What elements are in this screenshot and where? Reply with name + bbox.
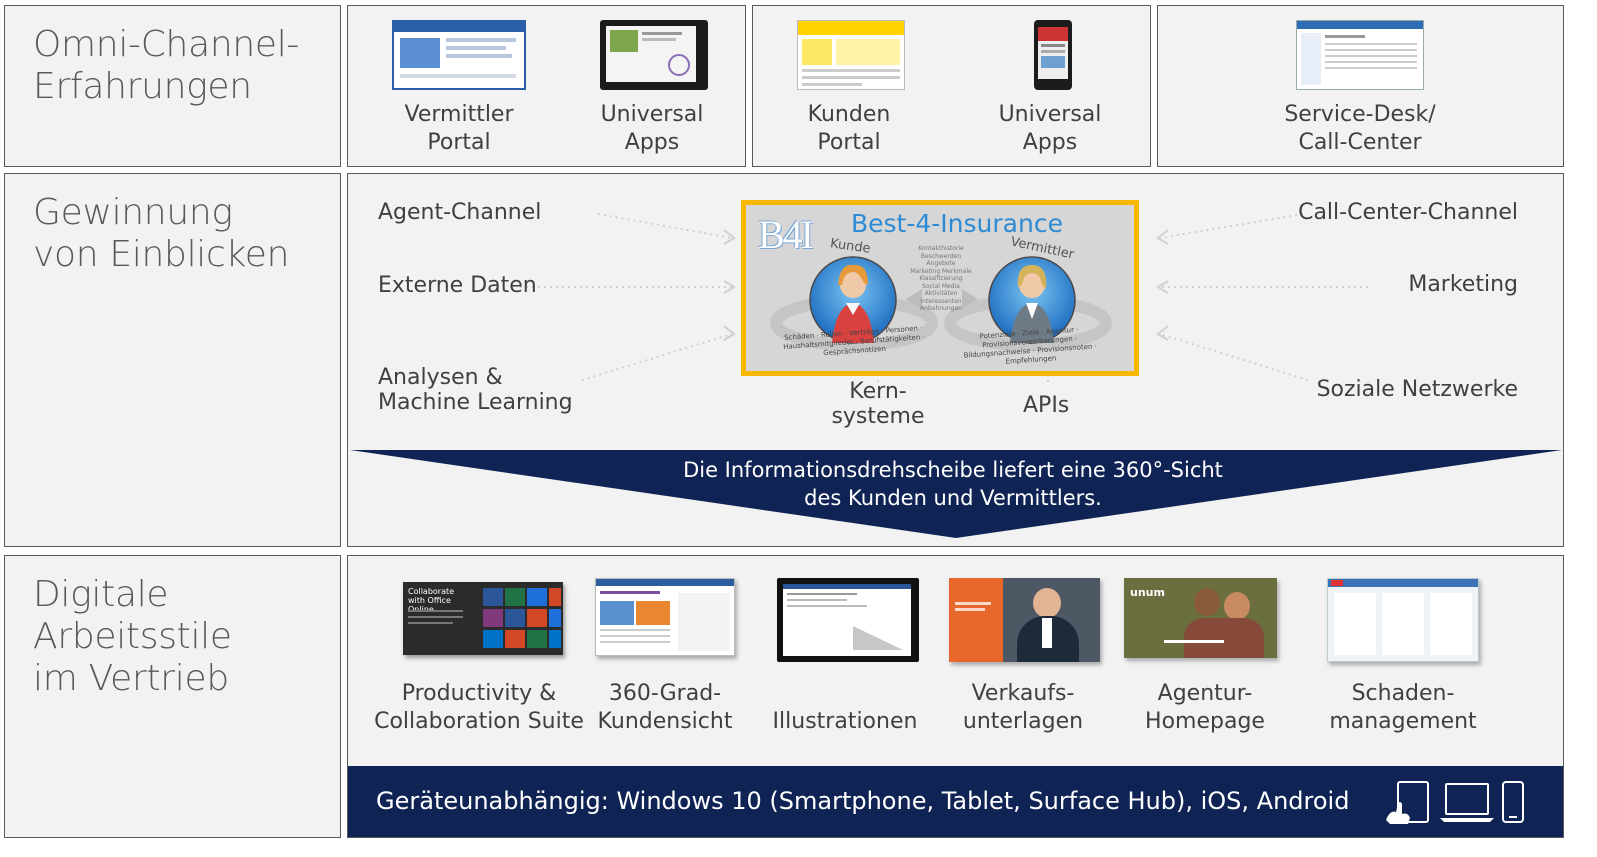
device-footer: Geräteunabhängig: Windows 10 (Smartphone… [348, 766, 1563, 837]
agency-homepage-screenshot: unum [1124, 578, 1277, 658]
work-box: Collaborate with Office Online Productiv… [347, 555, 1564, 838]
insights-title: Gewinnung von Einblicken [33, 192, 290, 275]
phone-icon [1502, 781, 1524, 823]
work-caption-6: Schaden- management [1329, 681, 1477, 734]
claims-management-screenshot [1327, 578, 1479, 662]
omni-caption-1: Vermittler Portal [404, 102, 514, 155]
service-desk-box: Service-Desk/ Call-Center [1157, 5, 1564, 167]
source-analytics-ml: Analysen & Machine Learning [378, 365, 573, 415]
core-systems-label: Kern- systeme [831, 379, 925, 429]
work-title: Digitale Arbeitsstile im Vertrieb [33, 574, 232, 699]
customer-portal-screenshot [797, 20, 905, 90]
agency-thumb-text: unum [1130, 586, 1165, 599]
omni-caption-3: Kunden Portal [807, 102, 891, 155]
banner-text: Die Informationsdrehscheibe liefert eine… [683, 458, 1223, 510]
info-hub-banner [350, 450, 1562, 538]
source-external-data: Externe Daten [378, 273, 537, 298]
source-call-center-channel: Call-Center-Channel [1298, 200, 1518, 225]
work-title-box: Digitale Arbeitsstile im Vertrieb [4, 555, 341, 838]
tablet-app-screenshot [600, 20, 708, 90]
omni-caption-5: Service-Desk/ Call-Center [1284, 102, 1436, 155]
omni-title-box: Omni-Channel-Erfahrungen [4, 5, 341, 167]
omni-caption-4: Universal Apps [998, 102, 1102, 155]
work-caption-5: Agentur- Homepage [1145, 681, 1265, 734]
hub-logo: B4I [758, 212, 814, 257]
omni-title: Omni-Channel-Erfahrungen [33, 24, 300, 107]
footer-text: Geräteunabhängig: Windows 10 (Smartphone… [376, 787, 1350, 815]
surface-illustration-screenshot [777, 578, 919, 662]
hub-center-terms: Kontakthistorie Beschwerden Angebote Mar… [910, 245, 972, 312]
sales-material-screenshot [949, 578, 1100, 662]
touch-tablet-icon [1386, 781, 1429, 824]
hub-graphic [770, 256, 1112, 351]
work-caption-3: Illustrationen [772, 709, 918, 734]
agent-portal-screenshot [392, 20, 526, 90]
laptop-icon [1440, 783, 1494, 822]
agent-channels-box: Vermittler Portal Universal Apps [347, 5, 746, 167]
office-thumb-text: Collaborate with Office Online [408, 587, 455, 614]
office-online-screenshot: Collaborate with Office Online [403, 582, 563, 655]
omni-caption-2: Universal Apps [600, 102, 704, 155]
apis-label: APIs [1023, 393, 1070, 418]
insurance-hub: B4I Best-4-Insurance Kunde Vermittler [741, 200, 1139, 376]
phone-app-screenshot [1034, 20, 1072, 90]
crm-screenshot [595, 578, 735, 656]
work-caption-4: Verkaufs- unterlagen [962, 681, 1084, 734]
service-desk-screenshot [1296, 20, 1424, 90]
insights-box: Agent-Channel Externe Daten Analysen & M… [347, 173, 1564, 547]
insights-title-box: Gewinnung von Einblicken [4, 173, 341, 547]
work-caption-2: 360-Grad- Kundensicht [597, 681, 733, 734]
connector-arrows [520, 213, 1368, 386]
source-agent-channel: Agent-Channel [378, 200, 542, 225]
hub-title: Best-4-Insurance [851, 209, 1063, 238]
source-social-networks: Soziale Netzwerke [1316, 377, 1518, 402]
source-marketing: Marketing [1408, 272, 1518, 297]
work-caption-1: Productivity & Collaboration Suite [374, 681, 584, 734]
customer-channels-box: Kunden Portal Universal Apps [752, 5, 1151, 167]
